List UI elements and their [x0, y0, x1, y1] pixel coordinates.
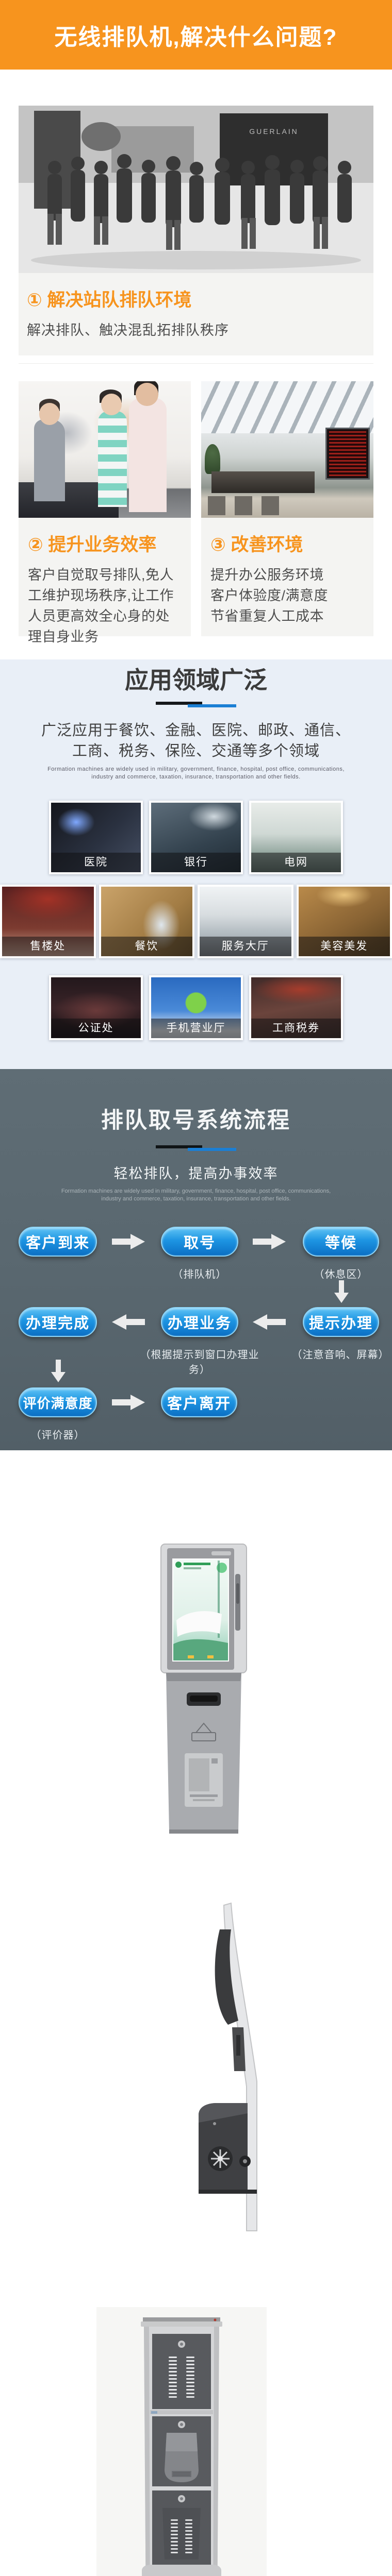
process-title: 排队取号系统流程 — [101, 1108, 291, 1133]
arrow-down-icon — [51, 1360, 66, 1382]
divider-black-bar — [156, 702, 202, 705]
benefit-desc-2: 客户自觉取号排队,免人工维护现场秩序,让工作人员更高效全心身的处理自身业务 — [28, 567, 174, 645]
arrow-right-icon — [112, 1234, 145, 1249]
benefit-card-efficiency: ② 提升业务效率 客户自觉取号排队,免人工维护现场秩序,让工作人员更高效全心身的… — [19, 381, 191, 645]
arrow-down-icon — [334, 1280, 349, 1303]
benefit-desc-3-line1: 提升办公服务环境 — [210, 567, 324, 583]
intro-panel: ① 解决站队排队环境 解决排队、触决混乱拓排队秩序 — [19, 273, 373, 355]
application-label: 电网 — [251, 853, 341, 872]
intro-desc-1: 解决排队、触决混乱拓排队秩序 — [27, 323, 229, 338]
benefit-desc-3-line2: 客户体验度/满意度 — [210, 588, 329, 603]
benefit-panel-efficiency: ② 提升业务效率 客户自觉取号排队,免人工维护现场秩序,让工作人员更高效全心身的… — [19, 518, 191, 645]
step-complete: 办理完成 — [19, 1307, 97, 1337]
dual-divider — [0, 1145, 392, 1151]
process-desc-en: Formation machines are widely used in mi… — [61, 1188, 331, 1202]
application-label: 餐饮 — [101, 937, 192, 956]
divider-blue-bar — [188, 704, 236, 707]
process-flowchart: 客户到来 取号 等候 （排队机） （休息区） 办理完成 办理业务 提示 — [0, 1222, 392, 1443]
crowd-illustration: GUERLAIN — [19, 106, 373, 273]
benefit-cards: ② 提升业务效率 客户自觉取号排队,免人工维护现场秩序,让工作人员更高效全心身的… — [19, 381, 373, 645]
application-photo-sales-office: 售楼处 — [0, 885, 96, 958]
application-label: 银行 — [151, 853, 241, 872]
arrow-right-icon — [253, 1234, 286, 1249]
step-note-evaluate: （评价器） — [30, 1430, 85, 1441]
arrow-right-icon — [112, 1395, 145, 1410]
divider-blue-bar — [188, 1148, 236, 1151]
application-photo-dining: 餐饮 — [99, 885, 194, 958]
applications-grid-row3: 公证处 手机营业厅 工商税券 — [49, 975, 343, 1040]
arrow-left-icon — [253, 1314, 286, 1330]
applications-title: 应用领域广泛 — [125, 667, 267, 693]
applications-section: 应用领域广泛 广泛应用于餐饮、金融、医院、邮政、通信、 工商、税务、保险、交通等… — [0, 659, 392, 1069]
kiosk-front-view-photo — [160, 1543, 248, 1834]
benefit-card-environment: ③ 改善环境 提升办公服务环境 客户体验度/满意度 节省重复人工成本 — [201, 381, 373, 636]
dual-divider — [0, 702, 392, 708]
svg-text:GUERLAIN: GUERLAIN — [249, 127, 299, 135]
process-section: 排队取号系统流程 轻松排队，提高办事效率 Formation machines … — [0, 1069, 392, 1450]
step-note-handle: （根据提示到窗口办理业务） — [140, 1349, 259, 1376]
applications-desc-en: Formation machines are widely used in mi… — [47, 766, 345, 780]
step-note-take-number: （排队机） — [172, 1269, 227, 1280]
kiosk-back-view-photo — [96, 2307, 267, 2576]
step-customer-arrive: 客户到来 — [19, 1227, 97, 1257]
step-take-number: 取号 — [161, 1227, 238, 1257]
service-hall-photo — [201, 381, 373, 518]
step-evaluate: 评价满意度 — [19, 1387, 97, 1417]
application-label: 公证处 — [51, 1019, 141, 1038]
application-photo-mobile-store: 手机营业厅 — [149, 975, 243, 1040]
application-label: 医院 — [51, 853, 141, 872]
step-note-wait: （休息区） — [314, 1269, 368, 1280]
step-wait: 等候 — [303, 1227, 379, 1257]
applications-desc: 广泛应用于餐饮、金融、医院、邮政、通信、 工商、税务、保险、交通等多个领域 — [0, 720, 392, 761]
application-photo-notary-office: 公证处 — [49, 975, 143, 1040]
crowd-queue-photo: GUERLAIN — [19, 106, 373, 273]
consulting-photo — [19, 381, 191, 518]
intro-heading-1: ① 解决站队排队环境 — [27, 290, 192, 310]
top-banner: 无线排队机,解决什么问题? — [0, 0, 392, 70]
divider-line — [19, 363, 373, 364]
kiosk-side-view-photo — [170, 1901, 279, 2236]
benefit-desc-3-line3: 节省重复人工成本 — [210, 608, 324, 624]
application-label: 售楼处 — [2, 937, 94, 956]
benefit-heading-2: ② 提升业务效率 — [28, 535, 157, 555]
step-note-prompt: （注意音响、屏幕） — [291, 1349, 389, 1361]
application-photo-hospital: 医院 — [49, 801, 143, 874]
application-photo-beauty-salon: 美容美发 — [296, 885, 392, 958]
step-handle-business: 办理业务 — [161, 1307, 238, 1337]
application-label: 手机营业厅 — [151, 1019, 241, 1038]
application-label: 美容美发 — [298, 937, 390, 956]
application-photo-service-hall: 服务大厅 — [198, 885, 293, 958]
benefit-desc-3: 提升办公服务环境 客户体验度/满意度 节省重复人工成本 — [210, 565, 364, 626]
applications-grid-row1: 医院 银行 电网 — [49, 801, 343, 874]
page-title: 无线排队机,解决什么问题? — [54, 24, 338, 50]
application-photo-tax-office: 工商税券 — [249, 975, 343, 1040]
step-prompt: 提示办理 — [303, 1307, 379, 1337]
application-label: 工商税券 — [251, 1019, 341, 1038]
application-photo-power-grid: 电网 — [249, 801, 343, 874]
benefit-heading-3: ③ 改善环境 — [210, 535, 303, 555]
spacer — [0, 70, 392, 106]
product-gallery — [0, 1450, 392, 2576]
divider-black-bar — [156, 1145, 202, 1148]
arrow-left-icon — [112, 1314, 145, 1330]
applications-grid-row2: 售楼处 餐饮 服务大厅 美容美发 — [0, 885, 392, 958]
application-photo-bank: 银行 — [149, 801, 243, 874]
process-subtitle: 轻松排队，提高办事效率 — [113, 1166, 279, 1181]
applications-desc-line1: 广泛应用于餐饮、金融、医院、邮政、通信、 — [41, 722, 351, 739]
applications-desc-line2: 工商、税务、保险、交通等多个领域 — [72, 743, 320, 759]
step-customer-leave: 客户离开 — [161, 1387, 237, 1417]
application-label: 服务大厅 — [200, 937, 291, 956]
benefit-panel-environment: ③ 改善环境 提升办公服务环境 客户体验度/满意度 节省重复人工成本 — [201, 518, 373, 636]
